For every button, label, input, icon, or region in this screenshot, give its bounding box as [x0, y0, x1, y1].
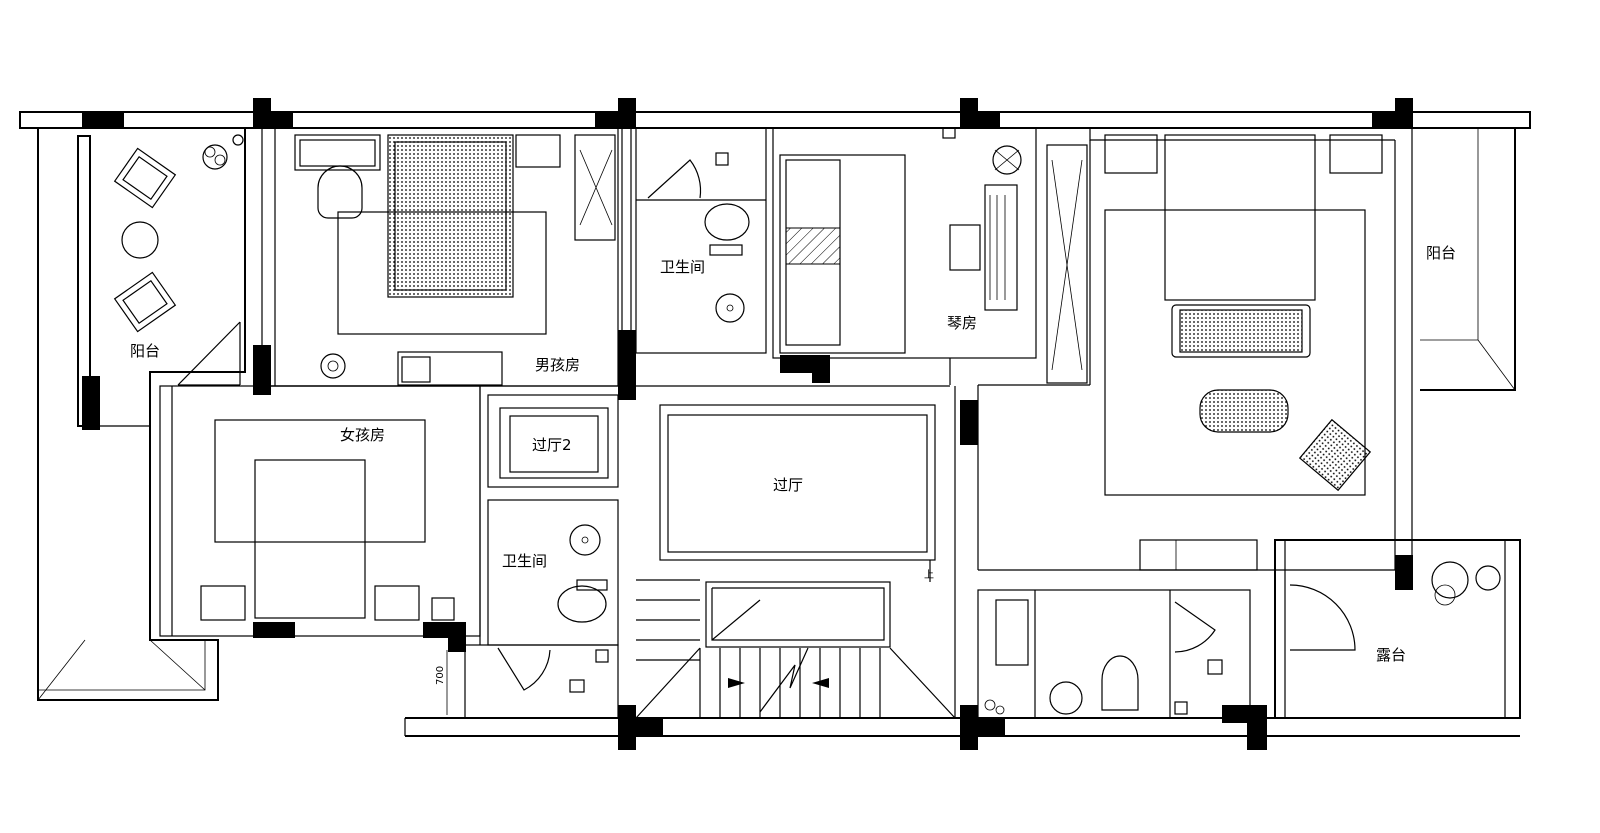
annotations: 700 上 — [435, 569, 934, 715]
room-label-terrace: 露台 — [1376, 646, 1406, 664]
room-labels: 阳台 男孩房 卫生间 琴房 阳台 女孩房 过厅2 过厅 卫生间 露台 — [130, 244, 1456, 664]
doors — [177, 321, 241, 386]
outer-walls — [19, 111, 1531, 737]
room-label-balcony-right: 阳台 — [1426, 244, 1456, 262]
room-label-boys-room: 男孩房 — [535, 356, 580, 374]
room-label-balcony-left: 阳台 — [130, 342, 160, 360]
potted-plant — [202, 144, 228, 170]
room-label-bathroom-top: 卫生间 — [660, 258, 705, 276]
furniture — [113, 127, 1501, 715]
room-label-hall: 过厅 — [773, 476, 803, 494]
potted-plant — [1431, 561, 1501, 606]
armchair — [113, 271, 177, 333]
room-label-bathroom-mid: 卫生间 — [502, 552, 547, 570]
room-label-girls-room: 女孩房 — [340, 426, 385, 444]
room-label-piano-room: 琴房 — [947, 314, 977, 332]
room-label-hall-2: 过厅2 — [532, 436, 572, 454]
interior-walls — [159, 127, 1413, 719]
dimension-label: 700 — [435, 666, 446, 685]
armchair — [113, 147, 177, 209]
staircase — [635, 560, 956, 719]
stair-up-label: 上 — [924, 569, 934, 581]
